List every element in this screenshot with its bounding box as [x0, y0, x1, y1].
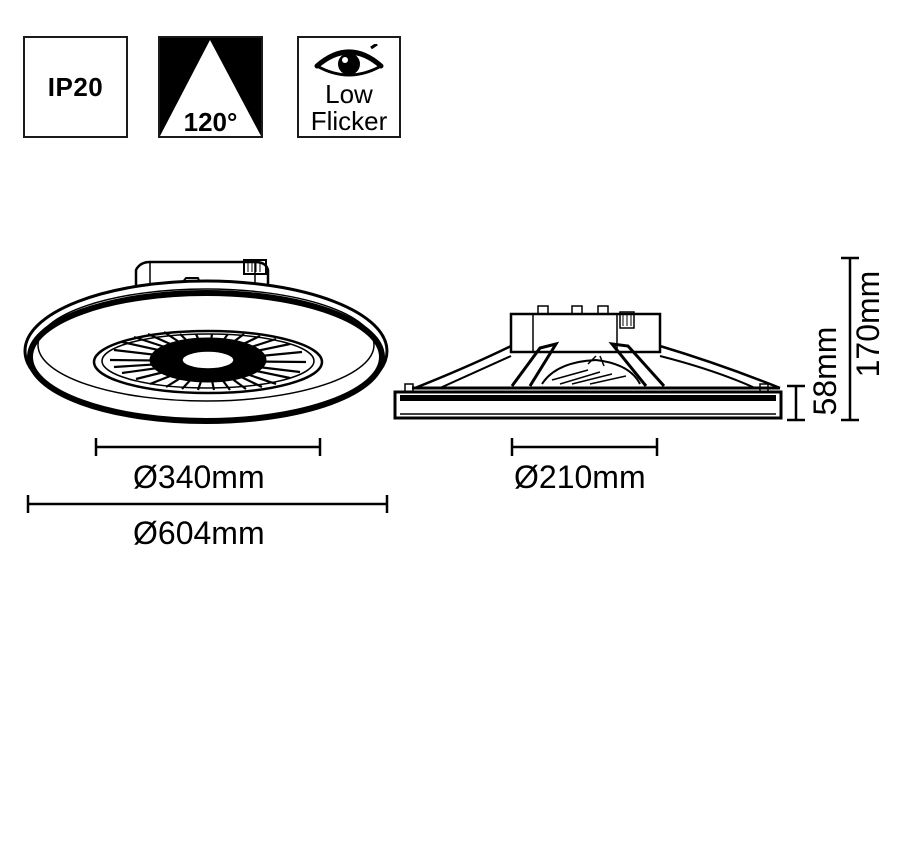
dim-line-body-height	[787, 384, 805, 422]
eye-icon	[314, 44, 384, 77]
outer-diameter-label: Ø604mm	[133, 515, 265, 551]
inner-diameter-label: Ø340mm	[133, 459, 265, 495]
ip-rating-badge: IP20	[23, 36, 128, 138]
flicker-line-1: Low	[325, 79, 373, 109]
fan-side-view	[393, 305, 783, 420]
body-height-label: 58mm	[807, 326, 843, 416]
dim-line-outer-diameter	[26, 495, 389, 513]
total-height-label: 170mm	[850, 270, 886, 378]
dim-line-total-height	[841, 256, 859, 422]
beam-cone-icon	[160, 38, 261, 136]
dim-line-base-diameter	[510, 438, 659, 456]
dim-line-inner-diameter	[94, 438, 322, 456]
fan-perspective-view	[23, 259, 389, 424]
flicker-line-2: Flicker	[310, 106, 388, 136]
beam-angle-badge: 120°	[158, 36, 263, 138]
dimension-lines	[26, 256, 859, 513]
base-diameter-label: Ø210mm	[514, 459, 646, 495]
beam-angle-label: 120°	[183, 107, 238, 137]
ip-rating-label: IP20	[47, 71, 104, 102]
low-flicker-badge: Low Flicker	[297, 36, 401, 138]
